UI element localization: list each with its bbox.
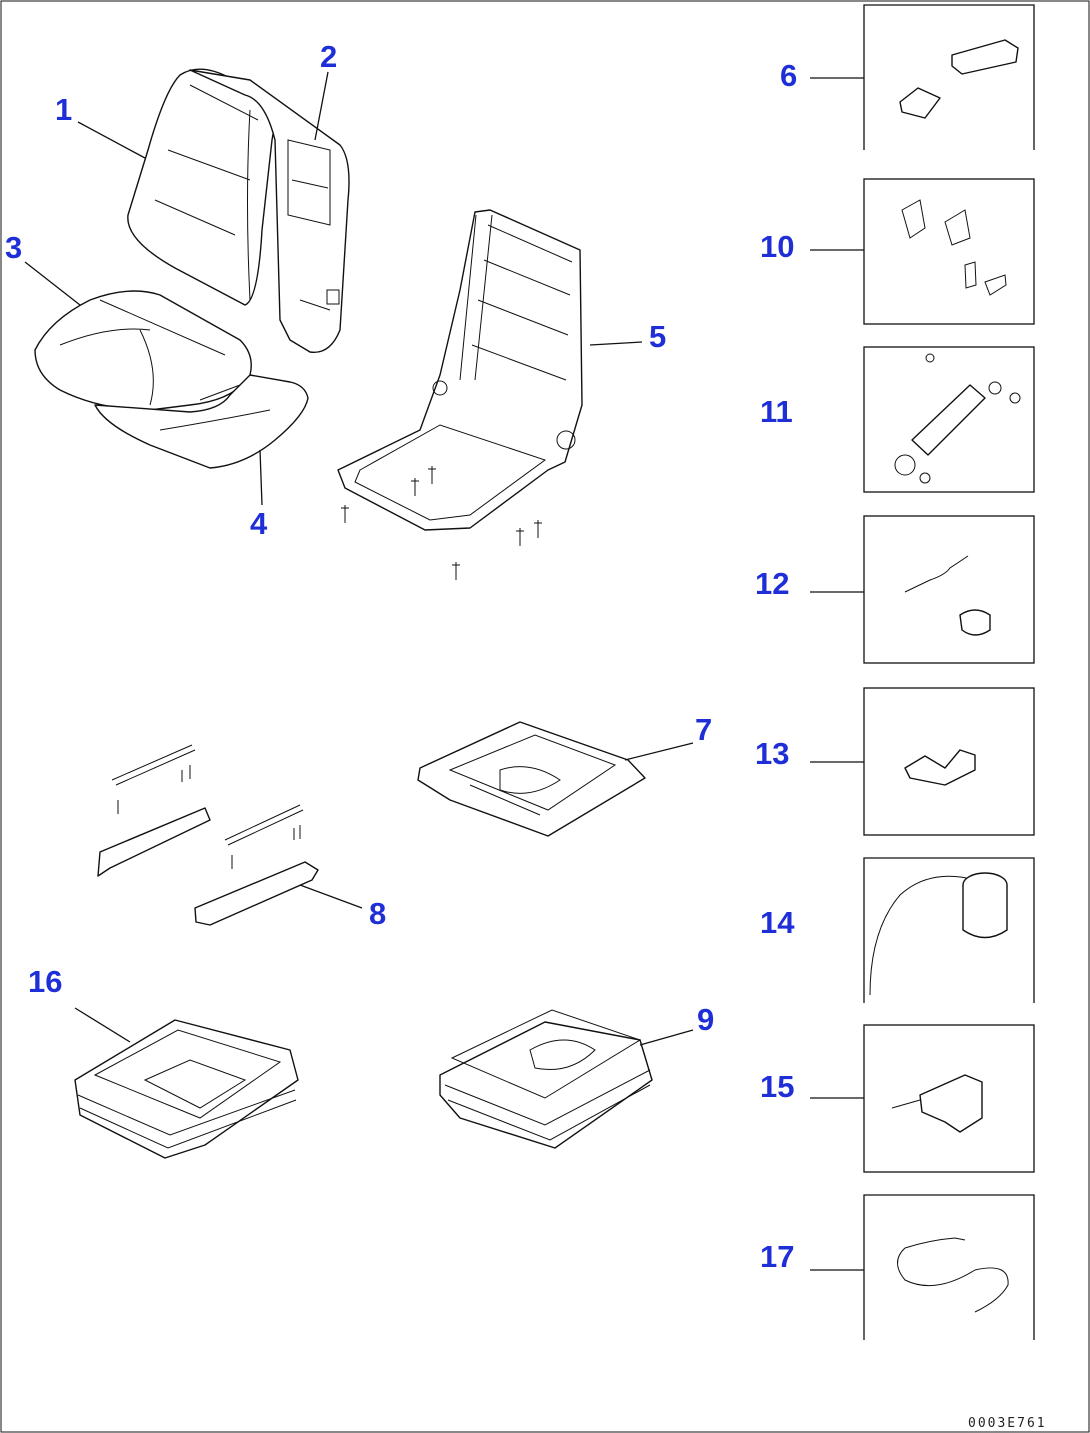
callout-17: 17 bbox=[760, 1239, 794, 1274]
part-7-slide-plate bbox=[417, 721, 646, 837]
callout-11: 11 bbox=[760, 394, 793, 429]
part-14-box bbox=[863, 857, 1035, 1003]
callout-1: 1 bbox=[55, 92, 72, 127]
callout-13: 13 bbox=[755, 736, 789, 771]
part-16-bellows bbox=[74, 1019, 299, 1159]
part-8-slide-rails bbox=[97, 744, 319, 926]
callouts: 1 2 3 4 5 6 7 8 9 10 11 12 13 14 15 16 1… bbox=[5, 39, 797, 1274]
callout-14: 14 bbox=[760, 905, 795, 940]
part-12-box bbox=[863, 515, 1035, 664]
callout-16: 16 bbox=[28, 964, 62, 999]
callout-12: 12 bbox=[755, 566, 789, 601]
part-1-backrest-cushion bbox=[127, 68, 275, 306]
part-3-seat-cushion bbox=[34, 290, 252, 411]
callout-8: 8 bbox=[369, 896, 386, 931]
leader-lines bbox=[24, 71, 864, 1271]
part-11-box bbox=[863, 346, 1035, 493]
callout-6: 6 bbox=[780, 58, 797, 93]
callout-5: 5 bbox=[649, 319, 666, 354]
part-2-backrest-cover bbox=[189, 69, 350, 354]
part-4-seat-base-cover bbox=[94, 374, 309, 469]
callout-2: 2 bbox=[320, 39, 337, 74]
callout-7: 7 bbox=[695, 712, 712, 747]
callout-10: 10 bbox=[760, 229, 794, 264]
callout-15: 15 bbox=[760, 1069, 794, 1104]
part-6-box bbox=[863, 4, 1035, 150]
part-13-box bbox=[863, 687, 1035, 836]
callout-4: 4 bbox=[250, 506, 268, 541]
drawing-code: 0003E761 bbox=[968, 1416, 1047, 1431]
part-15-box bbox=[863, 1024, 1035, 1173]
part-5-seat-frame bbox=[337, 209, 583, 580]
part-10-box bbox=[863, 178, 1035, 325]
part-17-box bbox=[863, 1194, 1035, 1340]
callout-3: 3 bbox=[5, 230, 22, 265]
part-9-suspension bbox=[439, 1009, 653, 1149]
callout-9: 9 bbox=[697, 1002, 714, 1037]
